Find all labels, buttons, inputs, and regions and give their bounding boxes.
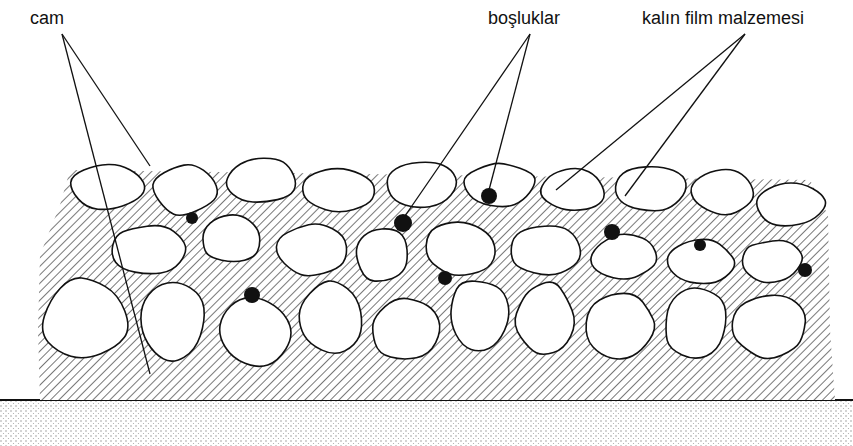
grain [112,226,186,274]
part-label: kalın film malzemesi [640,8,806,29]
grain [153,165,217,216]
grain [426,222,495,275]
grain [666,288,726,358]
grain [515,282,574,354]
grain [71,164,145,209]
grain [691,169,753,214]
grain [586,293,655,359]
grain [464,163,535,206]
grain [303,169,375,212]
grain [667,239,734,283]
grain [541,168,605,210]
grain [276,224,346,276]
grain [591,234,657,279]
grain [220,298,291,367]
grain [451,281,509,351]
grain [373,298,440,359]
grain [757,183,826,226]
part-label: cam [28,8,66,29]
voids [186,188,812,303]
grain [742,240,802,282]
grain [43,278,128,358]
grain [226,158,295,202]
grain [616,167,687,211]
leader-lines [62,34,745,374]
grain [511,226,580,275]
grain [141,282,204,361]
grain [356,229,407,281]
part-label: boşluklar [486,8,562,29]
grain [203,215,260,262]
grain [299,281,361,353]
grain [387,162,456,207]
substrate [0,400,853,446]
grain [732,295,805,358]
film-grains [43,158,826,366]
